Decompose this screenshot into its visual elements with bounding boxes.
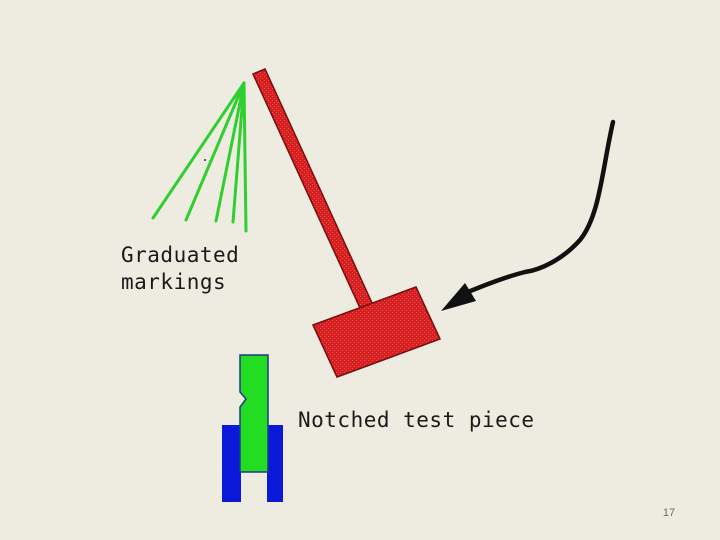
pendulum-icon [251, 68, 442, 378]
marking-pivot-dot [204, 159, 206, 161]
graduated-markings-label-line2: markings [121, 270, 227, 294]
notched-test-piece-icon [239, 354, 269, 473]
vise-left-jaw [222, 425, 241, 502]
graduated-markings-label: Graduated markings [121, 242, 301, 296]
graduated-markings-label-line1: Graduated [121, 243, 240, 267]
pendulum-hammer [311, 286, 442, 378]
marking-line [151, 81, 246, 220]
arrow-head [441, 283, 476, 311]
slide-number: 17 [662, 507, 676, 519]
marking-line [242, 81, 248, 233]
swing-arrow-icon [441, 119, 616, 311]
marking-line [184, 81, 246, 222]
notched-test-piece-label: Notched test piece [298, 408, 535, 432]
marking-line [214, 81, 246, 223]
vise-right-jaw [267, 425, 283, 502]
marking-line [231, 81, 246, 224]
specimen-holder-icon [222, 425, 283, 502]
graduated-markings-icon [151, 81, 248, 233]
